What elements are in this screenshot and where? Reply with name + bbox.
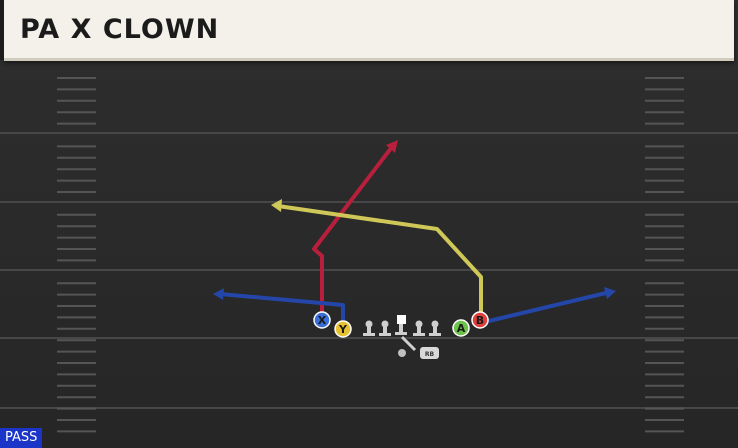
routes (213, 140, 616, 324)
player-circle (471, 311, 489, 329)
player-label: A (457, 322, 466, 335)
lineman-icon (379, 320, 391, 336)
skill-players: XY AB (313, 311, 489, 338)
route-arrow (604, 287, 616, 299)
rb-label: RB (425, 351, 435, 358)
title-edge-accent (0, 0, 4, 60)
route-arrow (386, 140, 398, 153)
player-a-marker: A (452, 319, 470, 337)
yard-lines (0, 132, 738, 409)
offensive-line (363, 315, 441, 336)
play-title-bar: PA X CLOWN (4, 0, 734, 61)
route-b-yellow (277, 204, 483, 318)
play-action-fake-path (400, 335, 417, 352)
backfield: RB (398, 335, 439, 359)
play-title: PA X CLOWN (20, 14, 220, 45)
center-icon (395, 315, 407, 335)
play-type-badge: PASS (0, 428, 43, 448)
player-circle (334, 320, 352, 338)
player-circle (313, 311, 331, 329)
player-y-marker: Y (334, 320, 352, 338)
lineman-icon (363, 320, 375, 336)
qb-marker (398, 349, 406, 357)
player-label: B (476, 314, 484, 327)
route-a-blue (484, 290, 611, 324)
route-y-blue (219, 292, 345, 320)
player-label: Y (338, 323, 348, 336)
player-label: X (318, 314, 327, 327)
route-arrow (271, 199, 282, 212)
player-circle (452, 319, 470, 337)
player-b-marker: B (471, 311, 489, 329)
hash-marks (57, 77, 684, 433)
lineman-icon (429, 320, 441, 336)
route-arrow (213, 288, 224, 300)
player-x-marker: X (313, 311, 331, 329)
rb-icon: RB (420, 347, 439, 359)
lineman-icon (413, 320, 425, 336)
route-x-red (312, 141, 397, 318)
